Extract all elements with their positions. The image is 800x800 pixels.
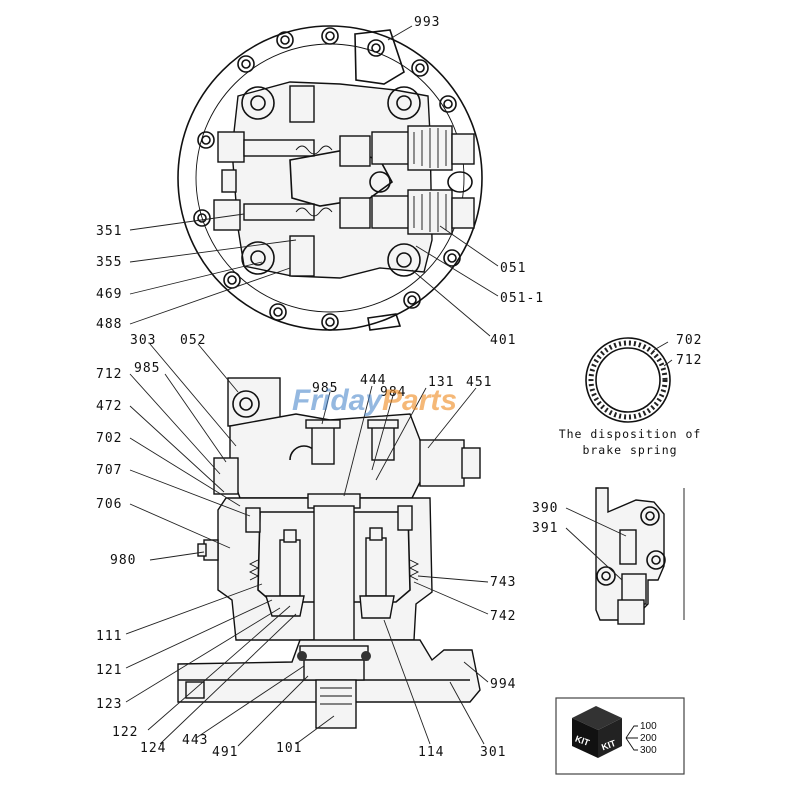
label-702-left: 702	[96, 431, 122, 446]
label-124: 124	[140, 741, 166, 756]
label-052: 052	[180, 333, 206, 348]
part-labels: 993 351 355 469 488 051 051-1 401 303 05…	[96, 15, 702, 760]
label-351: 351	[96, 224, 122, 239]
label-301: 301	[480, 745, 506, 760]
label-390: 390	[532, 501, 558, 516]
label-443: 443	[182, 733, 208, 748]
top-view-valve-block	[213, 81, 475, 279]
label-391: 391	[532, 521, 558, 536]
kit-number-2: 200	[640, 733, 657, 744]
watermark: FridayParts	[292, 384, 457, 417]
label-985-top: 985	[312, 381, 338, 396]
label-985-left: 985	[134, 361, 160, 376]
label-355: 355	[96, 255, 122, 270]
label-702-ring: 702	[676, 333, 702, 348]
label-303: 303	[130, 333, 156, 348]
kit-number-3: 300	[640, 745, 657, 756]
label-712-ring: 712	[676, 353, 702, 368]
kit-box: KIT KIT 100 200 300	[555, 697, 685, 775]
label-980: 980	[110, 553, 136, 568]
label-122: 122	[112, 725, 138, 740]
detail-view-390	[595, 487, 685, 625]
kit-number-1: 100	[640, 721, 657, 732]
label-742: 742	[490, 609, 516, 624]
kit-badge-2: KIT	[600, 738, 618, 753]
label-469: 469	[96, 287, 122, 302]
label-706: 706	[96, 497, 122, 512]
label-131: 131	[428, 375, 454, 390]
label-743: 743	[490, 575, 516, 590]
watermark-part-2: Parts	[382, 384, 457, 417]
label-984: 984	[380, 385, 406, 400]
top-view-housing	[177, 25, 483, 331]
label-401: 401	[490, 333, 516, 348]
label-707: 707	[96, 463, 122, 478]
kit-badge-1: KIT	[574, 734, 592, 749]
label-111: 111	[96, 629, 122, 644]
brake-spring-ring	[585, 337, 671, 423]
label-488: 488	[96, 317, 122, 332]
caption-line-2: brake spring	[582, 443, 677, 457]
label-994: 994	[490, 677, 516, 692]
label-472: 472	[96, 399, 122, 414]
label-451: 451	[466, 375, 492, 390]
label-491: 491	[212, 745, 238, 760]
label-051-1: 051-1	[500, 291, 544, 306]
label-444: 444	[360, 373, 386, 388]
section-view-motor	[177, 377, 481, 729]
brake-spring-caption: The disposition of brake spring	[559, 427, 702, 457]
label-121: 121	[96, 663, 122, 678]
svg-text:FridayParts: FridayParts	[292, 384, 457, 417]
label-712-left: 712	[96, 367, 122, 382]
label-123: 123	[96, 697, 122, 712]
label-101: 101	[276, 741, 302, 756]
watermark-part-1: Friday	[292, 384, 383, 417]
label-993: 993	[414, 15, 440, 30]
label-114: 114	[418, 745, 444, 760]
leader-lines	[125, 25, 673, 747]
label-051: 051	[500, 261, 526, 276]
caption-line-1: The disposition of	[559, 427, 702, 441]
